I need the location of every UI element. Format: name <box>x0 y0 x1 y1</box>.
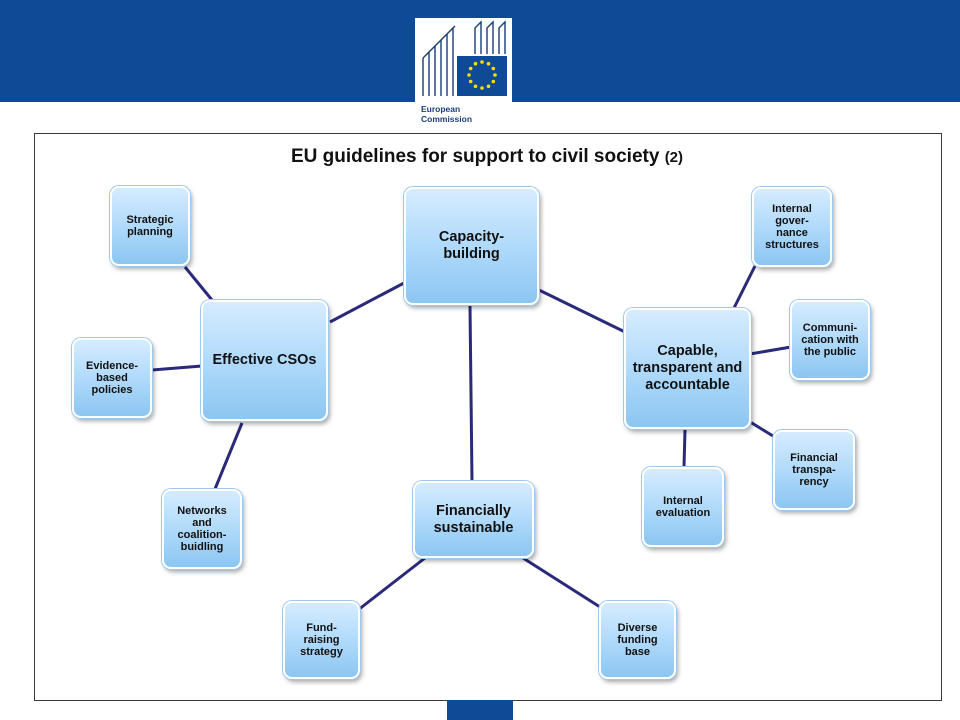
node-strategic-planning: Strategic planning <box>110 186 190 266</box>
line-cso-capacity <box>329 281 405 324</box>
footer-bar <box>447 700 513 720</box>
logo-line-1: European <box>421 104 461 114</box>
commission-building-icon <box>422 20 507 96</box>
line-cso-networks <box>213 422 244 490</box>
logo-text: European Commission <box>421 104 472 124</box>
node-capable-label: Capable, transparent and accountable <box>632 343 743 393</box>
logo-line-2: Commission <box>421 114 473 124</box>
line-capable-governance <box>731 265 757 311</box>
line-financial-diverse <box>522 556 601 609</box>
european-commission-logo: European Commission <box>415 18 512 132</box>
node-diverse-funding-label: Diverse funding base <box>617 622 658 658</box>
node-internal-governance: Internal gover- nance structures <box>752 187 832 267</box>
page-title: EU guidelines for support to civil socie… <box>34 146 940 168</box>
line-financial-fundraising <box>357 556 426 612</box>
node-strategic-planning-label: Strategic planning <box>126 214 174 238</box>
line-capacity-financial <box>468 305 474 482</box>
eu-stars-icon <box>467 60 497 90</box>
node-internal-governance-label: Internal gover- nance structures <box>765 203 819 251</box>
node-internal-evaluation: Internal evaluation <box>642 467 724 547</box>
node-fund-raising-label: Fund- raising strategy <box>300 622 343 658</box>
line-cso-strategic <box>183 266 214 301</box>
node-communication-public: Communi- cation with the public <box>790 300 870 380</box>
node-financially-sustainable-label: Financially sustainable <box>433 502 514 536</box>
line-capable-evaluation <box>682 429 687 468</box>
node-networks-coalition: Networks and coalition- buidling <box>162 489 242 569</box>
line-capable-communication <box>749 345 792 356</box>
node-financial-transparency: Financial transpa- rency <box>773 430 855 510</box>
node-networks-label: Networks and coalition- buidling <box>177 505 227 553</box>
node-fund-raising-strategy: Fund- raising strategy <box>283 601 360 679</box>
node-evidence-based-policies: Evidence- based policies <box>72 338 152 418</box>
node-effective-csos-label: Effective CSOs <box>212 352 317 368</box>
node-effective-csos: Effective CSOs <box>201 300 328 421</box>
node-diverse-funding-base: Diverse funding base <box>599 601 676 679</box>
line-capable-transparency <box>746 418 774 438</box>
node-capacity-building: Capacity- building <box>404 187 539 305</box>
title-main: EU guidelines for support to civil socie… <box>290 146 660 167</box>
node-capable-transparent: Capable, transparent and accountable <box>624 308 751 429</box>
node-evidence-based-label: Evidence- based policies <box>86 360 138 396</box>
line-capacity-capable <box>538 288 626 334</box>
node-internal-evaluation-label: Internal evaluation <box>655 495 711 519</box>
title-suffix: (2) <box>664 149 684 166</box>
line-cso-evidence <box>151 364 203 372</box>
node-communication-label: Communi- cation with the public <box>801 322 859 358</box>
node-capacity-building-label: Capacity- building <box>438 229 505 262</box>
node-financial-transparency-label: Financial transpa- rency <box>790 452 838 488</box>
node-financially-sustainable: Financially sustainable <box>413 481 534 558</box>
